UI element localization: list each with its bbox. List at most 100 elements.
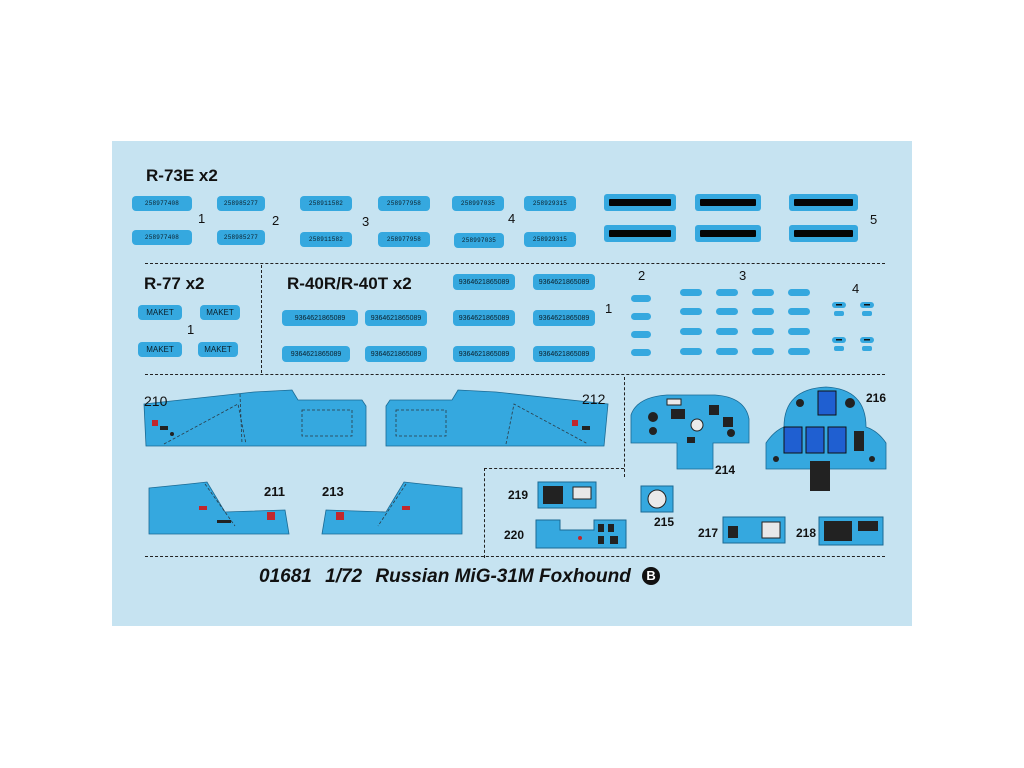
r40-serial: 9364621865089 [538, 314, 590, 322]
r73e-stripe-decal [604, 225, 676, 242]
divider-line [145, 374, 885, 375]
r40-group-number: 2 [638, 268, 646, 283]
r40-serial-decal: 9364621865089 [453, 310, 515, 326]
stencil-marks [832, 302, 874, 351]
r40-header: R-40R/R-40T x2 [287, 274, 412, 293]
r77-decal: MAKET [200, 305, 240, 320]
r40-serial: 9364621865089 [458, 278, 510, 286]
part-number-220: 220 [504, 528, 525, 542]
intake-panel-210 [143, 389, 367, 447]
r73e-stripe-decal [789, 194, 858, 211]
r40-serial: 9364621865089 [458, 314, 510, 322]
r40-serial: 9364621865089 [370, 350, 422, 358]
r40-serial-decal: 9364621865089 [533, 346, 595, 362]
r73e-group-number: 4 [508, 211, 516, 226]
r73e-decal: 258929315 [524, 196, 576, 211]
r77-label: MAKET [146, 345, 174, 354]
part-number-213: 213 [322, 484, 344, 499]
r73e-decal: 258977408 [132, 230, 192, 245]
panel-219 [537, 481, 597, 509]
r40-serial: 9364621865089 [290, 350, 342, 358]
instrument-215 [640, 485, 674, 513]
r73e-group-number: 2 [272, 213, 280, 228]
part-number-216: 216 [866, 391, 887, 405]
r73e-header: R-73E x2 [146, 166, 218, 185]
r40-serial-decal: 9364621865089 [533, 310, 595, 326]
part-number-215: 215 [654, 515, 675, 529]
r73e-group-number: 3 [362, 214, 370, 229]
stencil-decal [716, 328, 738, 335]
r73e-decal: 258911582 [300, 232, 352, 247]
r73e-decal: 258977958 [378, 232, 430, 247]
r73e-decal: 258929315 [524, 232, 576, 247]
r40-serial: 9364621865089 [538, 278, 590, 286]
stencil-decal [680, 348, 702, 355]
r40-serial-decal: 9364621865089 [533, 274, 595, 290]
r40-serial: 9364621865089 [538, 350, 590, 358]
r73e-decal: 258977958 [378, 196, 430, 211]
stencil-decal [716, 348, 738, 355]
r73e-decal: 258985277 [217, 230, 265, 245]
r40-serial-decal: 9364621865089 [282, 310, 358, 326]
stencil-decal [752, 289, 774, 296]
kit-name: Russian MiG-31M Foxhound [375, 566, 631, 587]
stencil-decal [788, 328, 810, 335]
intake-panel-212 [385, 389, 609, 447]
r40-serial-decal: 9364621865089 [282, 346, 350, 362]
part-number-217: 217 [698, 526, 719, 540]
stencil-decal [680, 308, 702, 315]
r40-serial: 9364621865089 [294, 314, 346, 322]
part-number-214: 214 [715, 463, 736, 477]
r77-label: MAKET [204, 345, 232, 354]
intake-panel-213 [321, 481, 463, 535]
r40-serial-decal: 9364621865089 [365, 310, 427, 326]
r73e-group-number: 5 [870, 212, 878, 227]
stencil-decal [788, 308, 810, 315]
r73e-decal: 258997035 [454, 233, 504, 248]
part-number-212: 212 [582, 391, 606, 407]
stencil-decal [752, 308, 774, 315]
stencil-decal [631, 331, 651, 338]
r40-serial-decal: 9364621865089 [453, 274, 515, 290]
kit-number: 01681 [259, 566, 312, 587]
r77-decal: MAKET [138, 342, 182, 357]
instrument-panel-214 [630, 394, 750, 470]
divider-line [145, 556, 885, 557]
divider-line [624, 377, 625, 477]
r40-serial: 9364621865089 [370, 314, 422, 322]
r77-label: MAKET [206, 308, 234, 317]
r73e-decal: 258911582 [300, 196, 352, 211]
kit-scale: 1/72 [325, 566, 363, 587]
r77-label: MAKET [146, 308, 174, 317]
stencil-decal [631, 349, 651, 356]
part-number-218: 218 [796, 526, 817, 540]
stencil-decal [631, 313, 651, 320]
r40-group-number: 3 [739, 268, 747, 283]
panel-217 [722, 516, 786, 544]
stencil-decal [631, 295, 651, 302]
r73e-stripe-decal [695, 225, 761, 242]
r73e-decal: 258985277 [217, 196, 265, 211]
stencil-decal [788, 348, 810, 355]
sheet-title: 01681 1/72 Russian MiG-31M Foxhound B [259, 566, 661, 588]
stencil-decal [788, 289, 810, 296]
divider-line [484, 468, 485, 558]
r40-serial: 9364621865089 [458, 350, 510, 358]
r77-decal: MAKET [138, 305, 182, 320]
r77-group-number: 1 [187, 322, 195, 337]
divider-line [145, 263, 885, 264]
part-number-219: 219 [508, 488, 529, 502]
r40-serial-decal: 9364621865089 [453, 346, 515, 362]
r73e-stripe-decal [695, 194, 761, 211]
r40-serial-decal: 9364621865089 [365, 346, 427, 362]
divider-line [484, 468, 624, 469]
stencil-decal [716, 289, 738, 296]
panel-220 [535, 519, 627, 549]
r73e-decal: 258997035 [452, 196, 504, 211]
panel-218 [818, 516, 884, 546]
r40-group-number: 4 [852, 281, 860, 296]
r77-decal: MAKET [198, 342, 238, 357]
part-number-210: 210 [144, 393, 168, 409]
part-number-211: 211 [264, 484, 285, 499]
stencil-decal [680, 328, 702, 335]
